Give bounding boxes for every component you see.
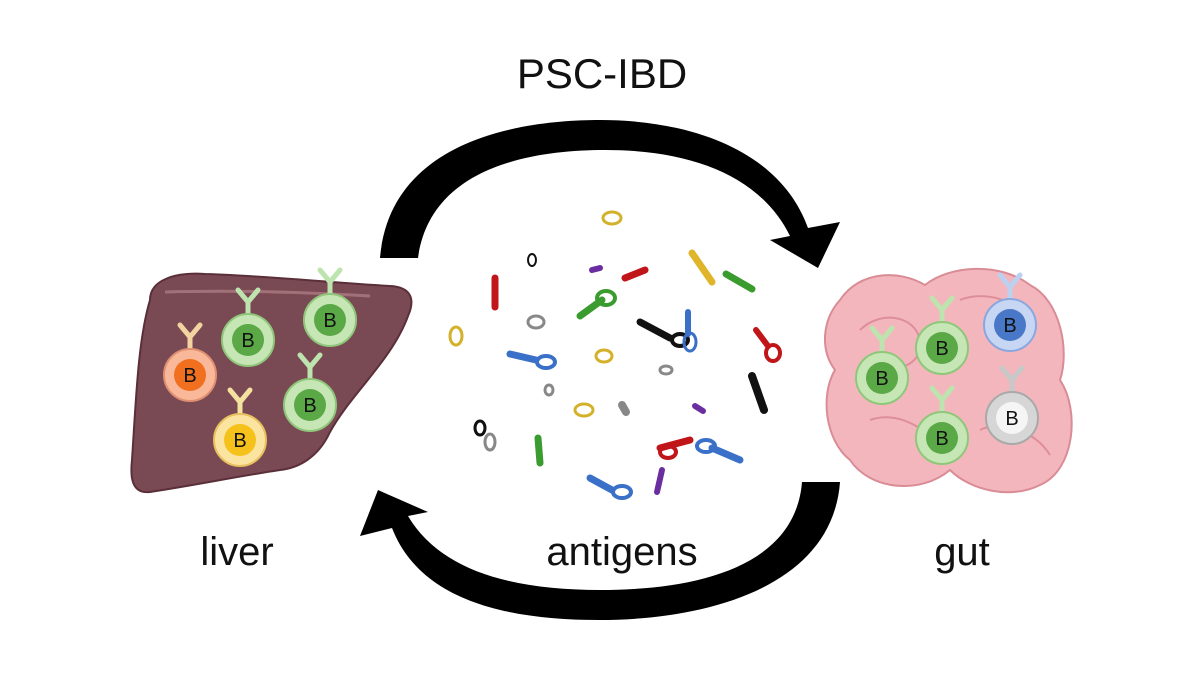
svg-text:B: B [935,338,948,360]
label-gut: gut [934,530,990,574]
label-liver: liver [200,530,273,574]
svg-text:B: B [303,395,316,417]
cycle-arrows [360,120,840,620]
bcell-green-liver-3: B [283,355,337,432]
svg-text:B: B [935,428,948,450]
bcell-orange-liver: B [163,325,217,402]
svg-text:B: B [183,365,196,387]
antigen-cluster [448,210,782,500]
liver-bcells: B B B B B [163,270,357,467]
bcell-gray-gut: B [985,368,1039,445]
bcell-blue-gut: B [983,275,1037,352]
svg-text:B: B [875,368,888,390]
svg-text:B: B [233,430,246,452]
bcell-green-liver-2: B [303,270,357,347]
bcell-yellow-liver: B [213,390,267,467]
svg-text:B: B [323,310,336,332]
svg-text:B: B [241,330,254,352]
diagram-title: PSC-IBD [517,50,687,97]
bcell-green-liver-1: B [221,290,275,367]
liver-highlight [164,289,371,298]
bcell-green-gut-3: B [915,388,969,465]
gut-bcells: B B B B B [855,275,1039,465]
svg-text:B: B [1003,315,1016,337]
bcell-green-gut-1: B [855,328,909,405]
svg-text:B: B [1005,408,1018,430]
arrow-liver-to-gut [380,120,840,268]
label-antigens: antigens [546,530,697,574]
arrow-gut-to-liver [360,482,840,620]
bcell-green-gut-2: B [915,298,969,375]
